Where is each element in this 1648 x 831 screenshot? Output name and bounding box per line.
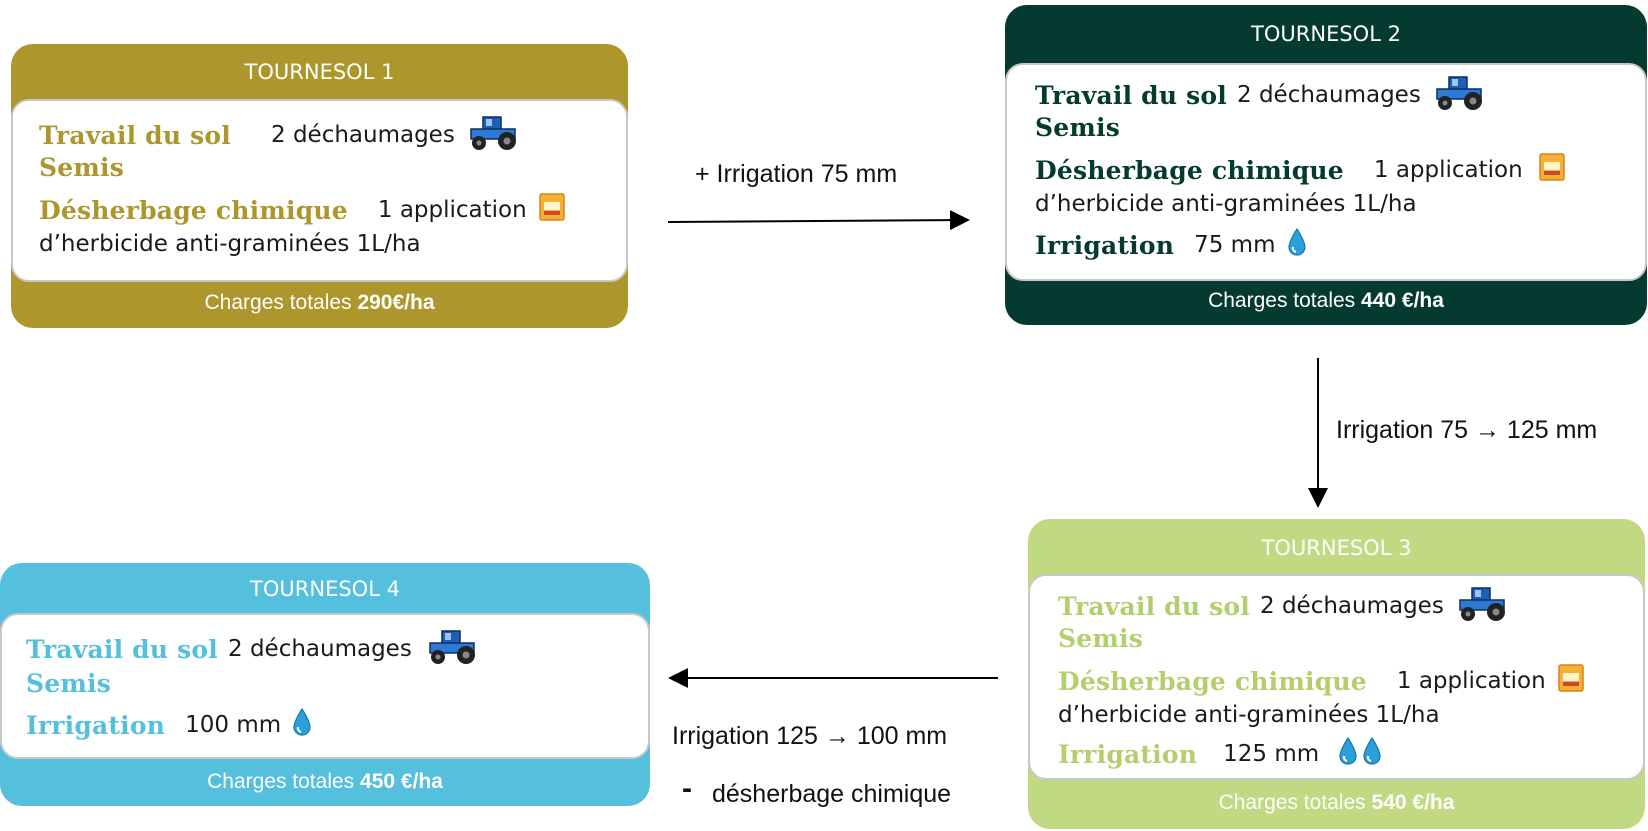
tractor-icon: [1435, 73, 1487, 117]
travail-value: 2 déchaumages: [228, 636, 412, 662]
irrigation-label: Irrigation: [1058, 739, 1198, 769]
tractor-icon: [1458, 584, 1510, 628]
card-tournesol-4: TOURNESOL 4 Travail du sol 2 déchaumages…: [0, 563, 650, 806]
card-footer: Charges totales 450 €/ha: [0, 770, 650, 794]
desherbage-label: Désherbage chimique: [39, 195, 348, 225]
herbicide-bag-icon: [1557, 664, 1584, 698]
travail-value: 2 déchaumages: [1260, 593, 1444, 619]
card-title: TOURNESOL 2: [1251, 22, 1401, 46]
desherbage-value: 1 application: [377, 197, 527, 223]
footer-prefix: Charges totales: [204, 291, 352, 314]
semis-label: Semis: [26, 669, 111, 698]
semis-label: Semis: [1058, 624, 1143, 653]
desherbage-value: 1 application: [1396, 668, 1546, 694]
card-tournesol-1: TOURNESOL 1 Travail du sol 2 déchaumages…: [11, 44, 628, 328]
travail-label: Travail du sol: [39, 120, 231, 150]
edge-label-t3-t4-desherbage: désherbage chimique: [712, 780, 952, 808]
tractor-icon: [469, 113, 521, 157]
desherbage-label: Désherbage chimique: [1058, 666, 1367, 696]
edge-label-t3-t4-dash: -: [682, 772, 692, 805]
travail-label: Travail du sol: [1058, 591, 1250, 621]
travail-label: Travail du sol: [26, 634, 218, 664]
card-title: TOURNESOL 1: [244, 60, 395, 84]
water-drop-icon: [1361, 736, 1383, 772]
footer-prefix: Charges totales: [1208, 289, 1356, 312]
card-tournesol-2: TOURNESOL 2 Travail du sol 2 déchaumages…: [1005, 5, 1647, 325]
desherbage-detail: d’herbicide anti-graminées 1L/ha: [1058, 702, 1440, 728]
edge-label-t3-t4-irrigation: Irrigation 125 → 100 mm: [672, 722, 948, 750]
card-footer: Charges totales 440 €/ha: [1005, 289, 1647, 313]
irrigation-value: 75 mm: [1194, 232, 1276, 258]
water-drop-icon: [1286, 227, 1308, 263]
edge-label-t2-t3: Irrigation 75 → 125 mm: [1336, 416, 1598, 444]
footer-total: 450 €/ha: [360, 770, 443, 793]
footer-prefix: Charges totales: [207, 770, 355, 793]
footer-prefix: Charges totales: [1218, 791, 1366, 814]
card-content: Travail du sol 2 déchaumages Semis Irrig…: [0, 613, 650, 759]
card-footer: Charges totales 540 €/ha: [1028, 791, 1645, 815]
desherbage-detail: d’herbicide anti-graminées 1L/ha: [39, 231, 421, 257]
card-content: Travail du sol 2 déchaumages Semis Déshe…: [1028, 574, 1645, 780]
card-content: Travail du sol 2 déchaumages Semis Déshe…: [11, 99, 628, 282]
water-drop-icon: [291, 707, 313, 743]
tractor-icon: [428, 627, 480, 671]
desherbage-label: Désherbage chimique: [1035, 155, 1344, 185]
edge-label-t1-t2: + Irrigation 75 mm: [695, 160, 898, 188]
footer-total: 290€/ha: [357, 291, 435, 314]
irrigation-value: 125 mm: [1223, 741, 1320, 767]
card-content: Travail du sol 2 déchaumages Semis Déshe…: [1005, 63, 1647, 281]
water-drop-icon: [1337, 736, 1359, 772]
travail-value: 2 déchaumages: [271, 122, 455, 148]
desherbage-value: 1 application: [1373, 157, 1523, 183]
herbicide-bag-icon: [1538, 153, 1565, 187]
travail-value: 2 déchaumages: [1237, 82, 1421, 108]
footer-total: 540 €/ha: [1371, 791, 1455, 814]
semis-label: Semis: [39, 153, 124, 182]
travail-label: Travail du sol: [1035, 80, 1227, 110]
semis-label: Semis: [1035, 113, 1120, 142]
card-title: TOURNESOL 4: [250, 577, 400, 601]
card-title: TOURNESOL 3: [1261, 536, 1412, 560]
irrigation-value: 100 mm: [185, 712, 282, 738]
card-footer: Charges totales 290€/ha: [11, 291, 628, 315]
irrigation-label: Irrigation: [26, 710, 166, 740]
footer-total: 440 €/ha: [1361, 289, 1444, 312]
desherbage-detail: d’herbicide anti-graminées 1L/ha: [1035, 191, 1417, 217]
irrigation-label: Irrigation: [1035, 230, 1175, 260]
herbicide-bag-icon: [538, 193, 565, 227]
arrow-t1-to-t2: [667, 210, 970, 231]
card-tournesol-3: TOURNESOL 3 Travail du sol 2 déchaumages…: [1028, 519, 1645, 829]
